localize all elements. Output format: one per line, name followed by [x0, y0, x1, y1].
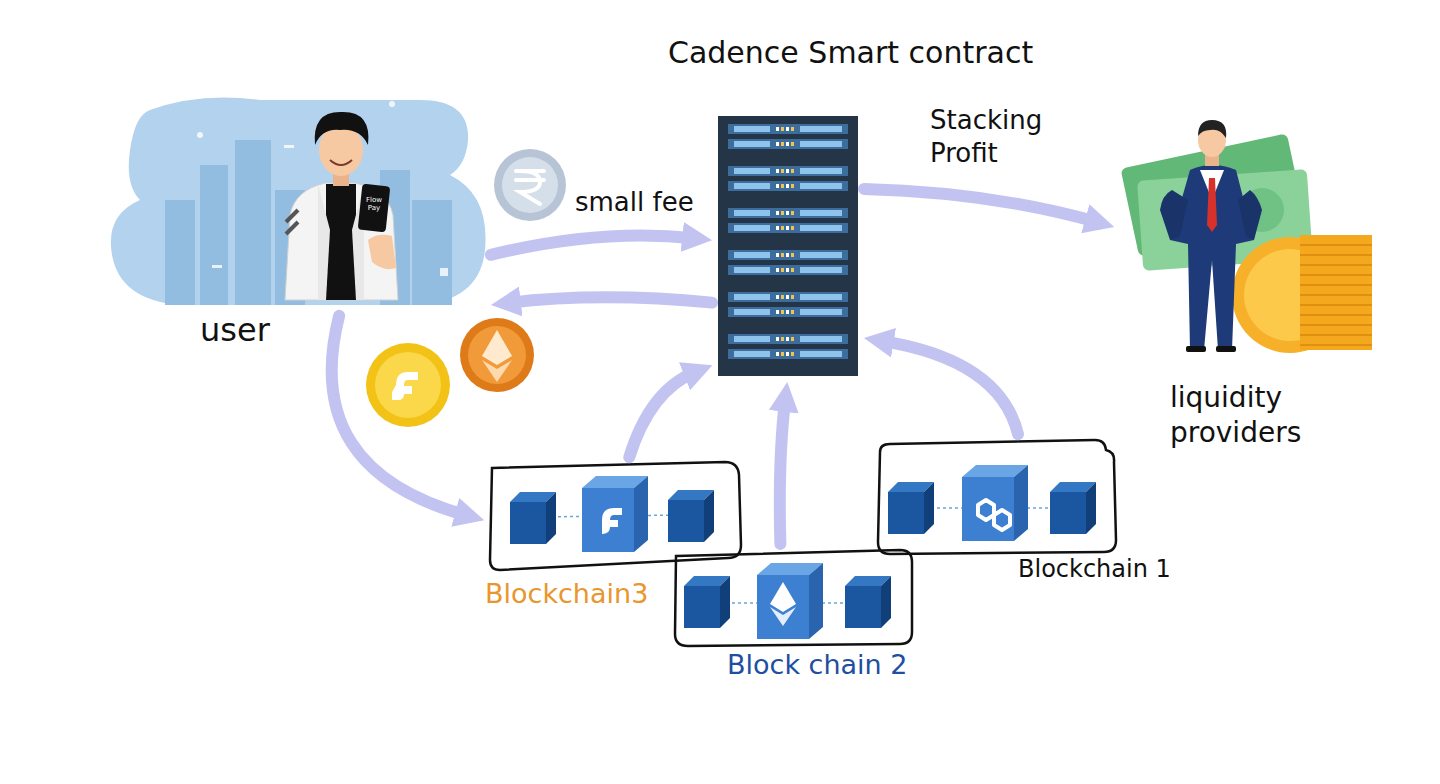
rupee-coin	[494, 149, 566, 221]
flow-arrow	[491, 235, 694, 254]
ether-coin	[460, 318, 534, 392]
edge-label: small fee	[575, 186, 694, 219]
node-label: Block chain 2	[727, 648, 907, 682]
user-figure: user	[105, 95, 485, 310]
phone-screen-text: Flow Pay	[361, 197, 387, 212]
flow-arrow	[780, 400, 785, 544]
flow-arrow	[509, 297, 712, 302]
blockchain-box: Block chain 2	[673, 550, 912, 645]
blockchain-box: Blockchain 1	[876, 440, 1115, 553]
flow-arrow	[882, 341, 1018, 434]
node-label: Blockchain3	[485, 577, 648, 611]
node-label: Cadence Smart contract	[668, 34, 1033, 72]
blockchain-box: Blockchain3	[490, 463, 740, 570]
blockchain-illustration	[490, 462, 741, 570]
flow-arrow	[864, 189, 1097, 222]
flow-arrow	[629, 372, 695, 457]
edge-label: Stacking Profit	[930, 104, 1080, 169]
node-label: user	[200, 310, 270, 350]
investor-illustration	[1121, 120, 1372, 353]
user-illustration	[111, 98, 486, 305]
flow-arrow	[332, 316, 467, 516]
liquidity-provider-figure: liquidity providers	[1120, 125, 1375, 355]
flow-coin	[366, 343, 450, 427]
node-label: liquidity providers	[1170, 380, 1355, 450]
blockchain-illustration	[878, 440, 1116, 554]
node-label: Blockchain 1	[1018, 554, 1171, 584]
blockchain-illustration	[675, 550, 912, 646]
server-rack	[718, 116, 858, 376]
smart-contract-server: Cadence Smart contract	[718, 116, 858, 376]
